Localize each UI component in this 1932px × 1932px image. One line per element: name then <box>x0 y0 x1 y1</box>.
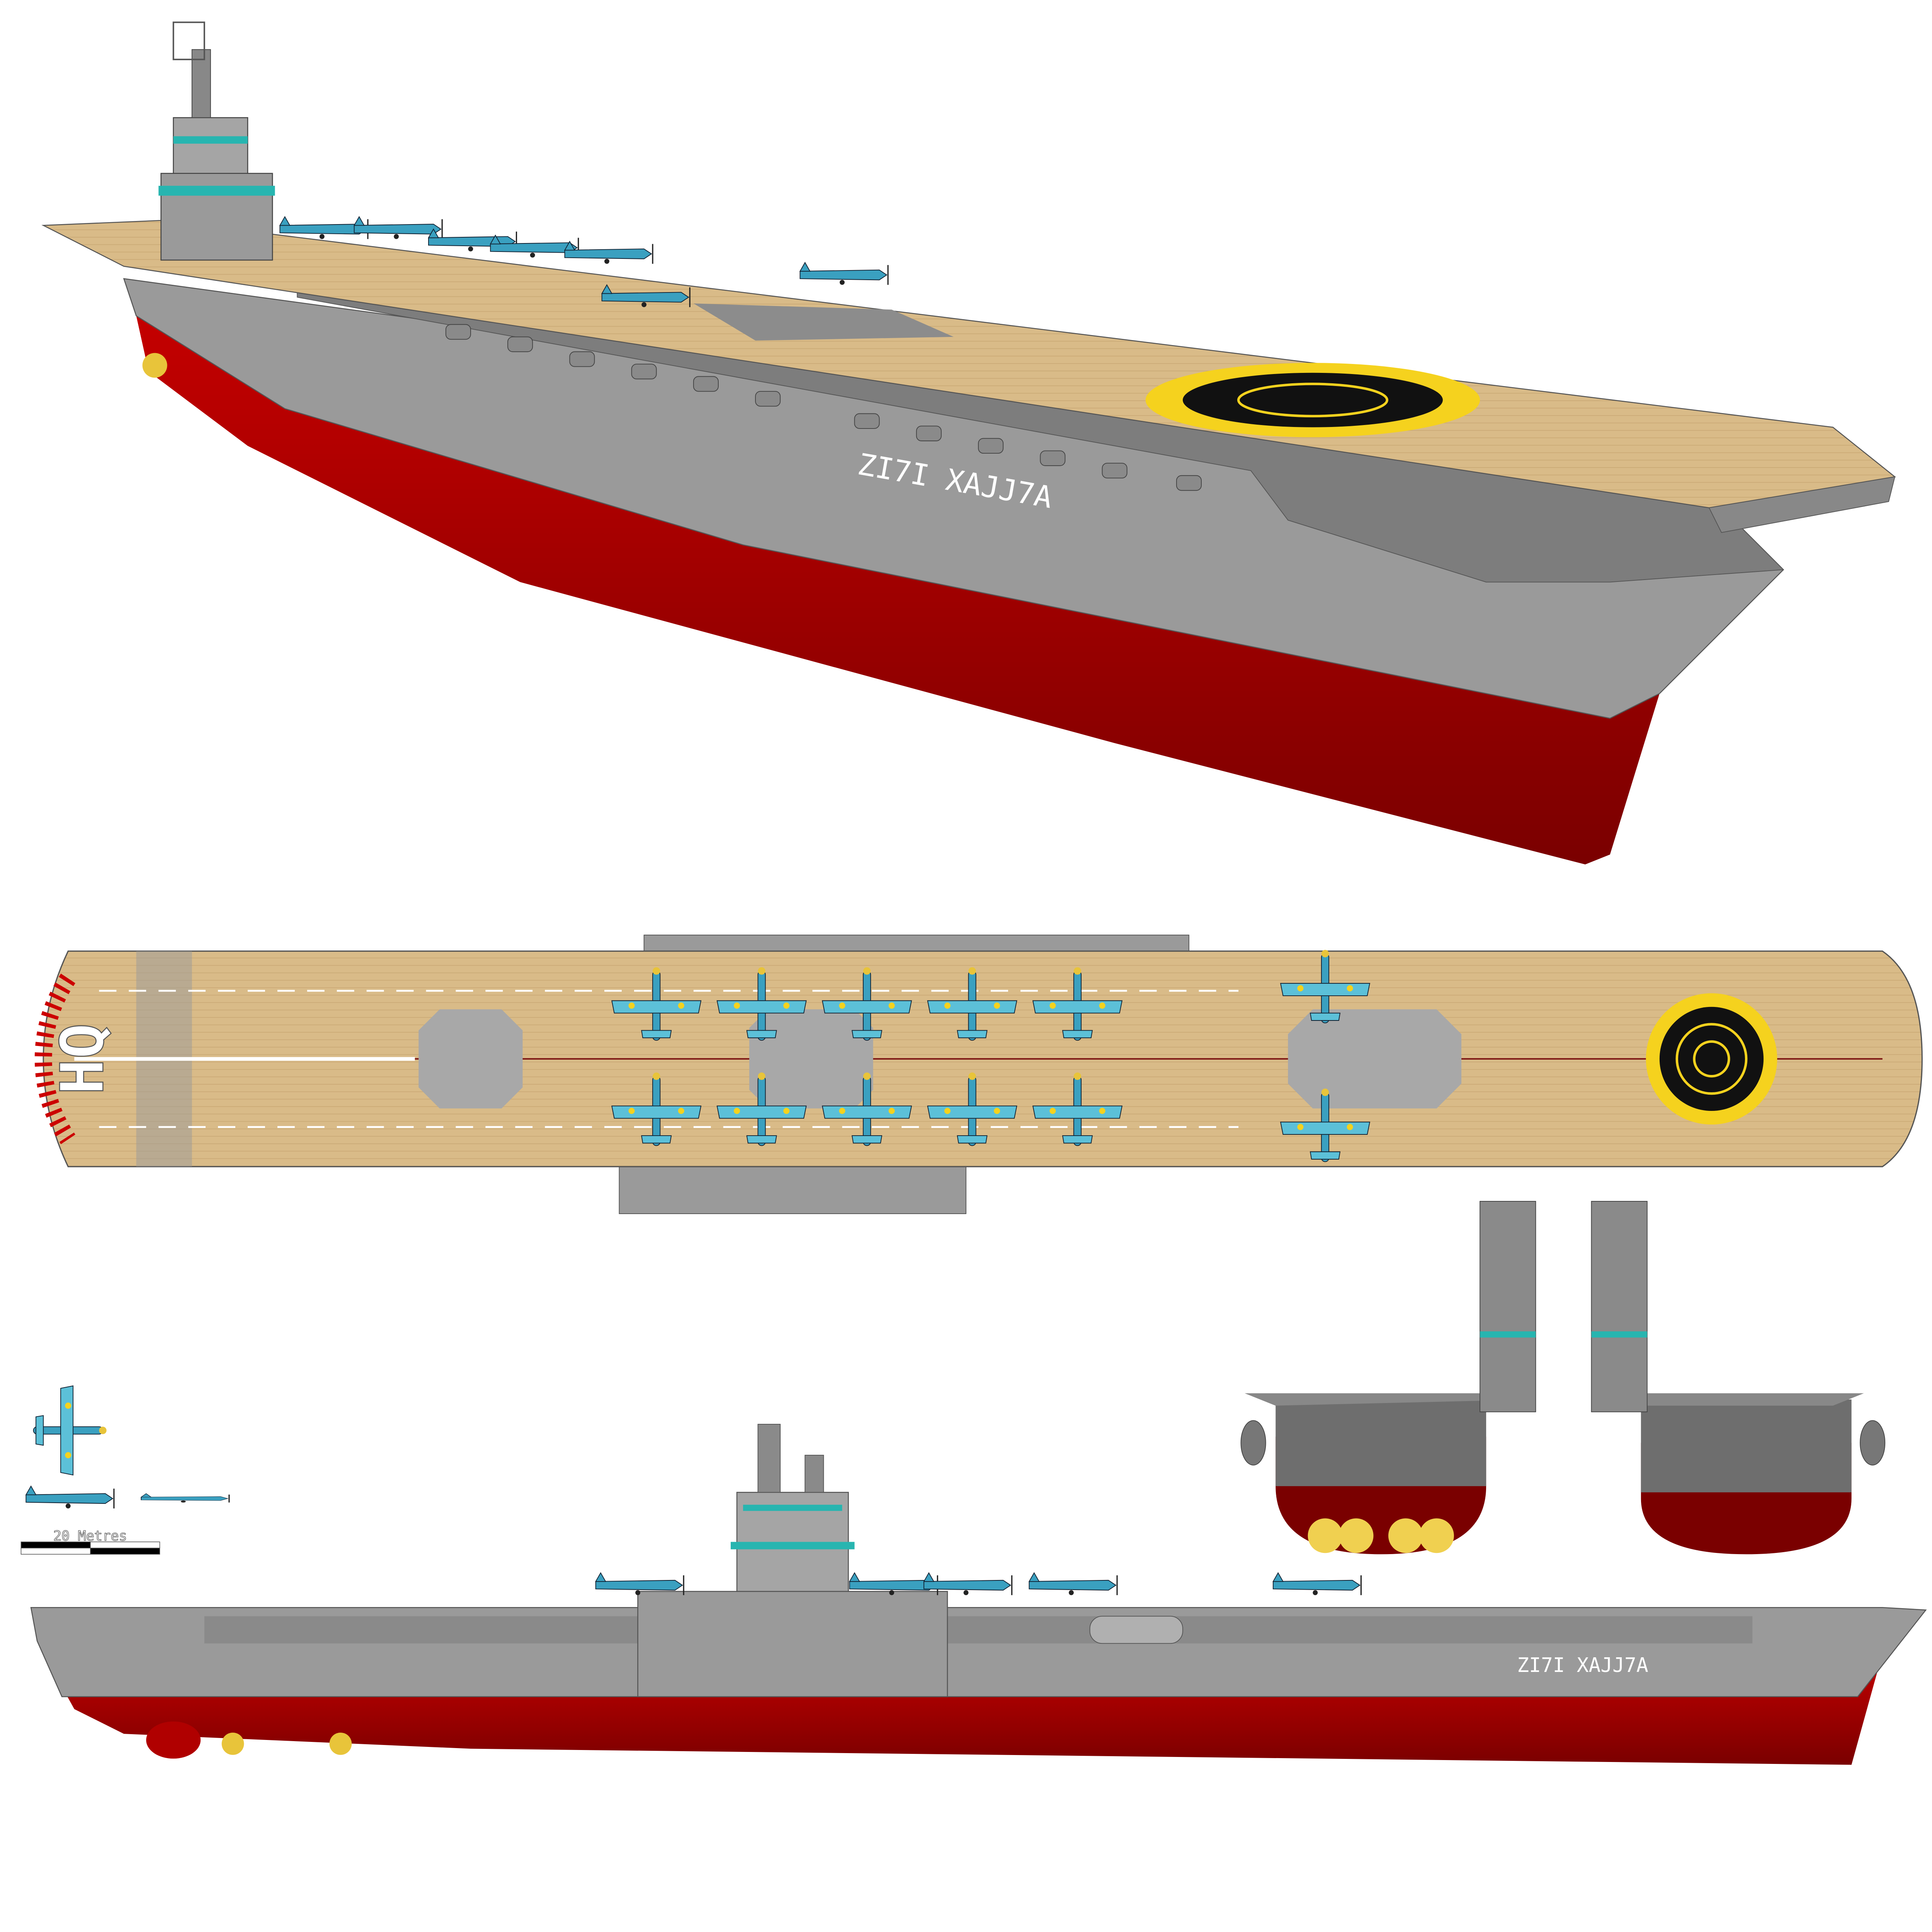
profile-boat <box>1089 1616 1183 1644</box>
bow-view <box>1240 1201 1536 1554</box>
profile-propeller <box>221 1732 244 1755</box>
stern-view <box>1591 1201 1886 1554</box>
perspective-propeller <box>142 353 167 378</box>
aircraft-plan <box>32 1385 107 1476</box>
profile-hull-marking: ZI7I XAJJ7A <box>1517 1654 1648 1677</box>
aircraft-reference <box>25 1385 230 1509</box>
profile-bridge-windows <box>731 1542 855 1549</box>
plan-elevator-fwd <box>1288 1009 1462 1109</box>
profile-funnel <box>804 1455 824 1493</box>
profile-upper-windows <box>743 1505 842 1511</box>
plan-view: HQ <box>34 934 1923 1214</box>
perspective-hull-red <box>136 316 1660 865</box>
aircraft <box>799 262 889 286</box>
perspective-deck-emblem <box>1145 363 1480 437</box>
perspective-elevator <box>693 303 954 341</box>
perspective-deck-edge <box>1708 476 1896 533</box>
plan-sponson-bottom <box>619 1163 966 1214</box>
perspective-view: ZI7I XAJJ7A <box>41 21 1896 865</box>
aircraft-front <box>140 1493 230 1503</box>
profile-island-base <box>637 1591 948 1697</box>
plan-elevator-aft <box>418 1009 523 1109</box>
perspective-island <box>158 21 275 261</box>
profile-mast <box>757 1423 781 1493</box>
profile-bulb <box>146 1721 201 1759</box>
aircraft-profile <box>25 1485 115 1509</box>
warship-illustration-sheet: ZI7I XAJJ7A HQ <box>20 21 1927 1765</box>
illustration-canvas: ZI7I XAJJ7A HQ <box>20 21 1927 1765</box>
aircraft <box>1272 1572 1362 1596</box>
scale-bar: 20 Metres <box>20 1528 160 1555</box>
plan-deck-emblem <box>1646 993 1777 1125</box>
scale-bar-label: 20 Metres <box>53 1528 127 1544</box>
profile-hangar-band <box>204 1616 1753 1644</box>
plan-deck-code: HQ <box>48 1023 117 1095</box>
plan-elevator-mid <box>749 1009 873 1109</box>
profile-view: ZI7I XAJJ7A <box>30 1423 1927 1765</box>
profile-propeller <box>329 1732 352 1755</box>
aircraft <box>1028 1572 1118 1596</box>
